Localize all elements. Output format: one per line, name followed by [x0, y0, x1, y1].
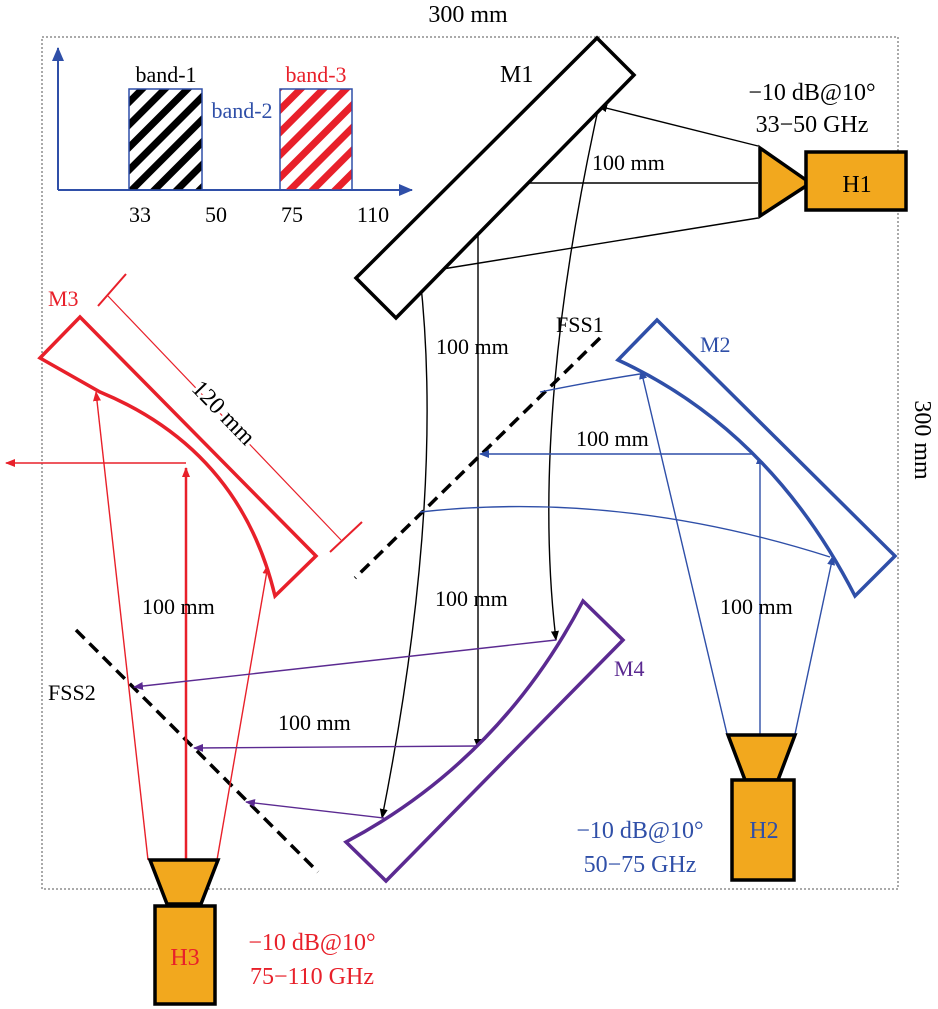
distance-label: 100 mm: [435, 586, 508, 611]
m2-label: M2: [700, 332, 731, 357]
distance-label: 100 mm: [278, 710, 351, 735]
h2-band: 50−75 GHz: [584, 852, 697, 878]
mirror-m3: M3 120 mm: [37, 273, 363, 600]
band-2-label: band-2: [211, 98, 272, 123]
horn-h3: H3 −10 dB@10° 75−110 GHz: [147, 858, 376, 1006]
band-1-label: band-1: [135, 62, 196, 87]
fss2-label: FSS2: [48, 680, 96, 705]
mirror-m1: M1: [353, 35, 637, 321]
tick-label: 50: [205, 202, 227, 227]
m1-label: M1: [500, 62, 533, 88]
m4-label: M4: [614, 656, 645, 681]
h1-label: H1: [842, 172, 871, 198]
h3-spec: −10 dB@10°: [248, 930, 375, 956]
h3-label: H3: [170, 945, 199, 971]
band2-beams: [419, 369, 836, 735]
fss2-line: [74, 628, 320, 874]
horn-h1: H1 −10 dB@10° 33−50 GHz: [748, 80, 908, 220]
band-3-label: band-3: [285, 62, 346, 87]
band-1-box: [128, 88, 203, 191]
height-dimension-label: 300 mm: [909, 400, 935, 480]
band-inset: band-1 band-2 band-3 33 50 75 110: [52, 47, 413, 227]
m4-beams: [133, 639, 557, 819]
tick-label: 110: [357, 202, 389, 227]
h2-label: H2: [749, 818, 778, 844]
tick-label: 75: [281, 202, 303, 227]
m3-label: M3: [48, 286, 79, 311]
fss1-label: FSS1: [556, 312, 604, 337]
distance-label: 100 mm: [576, 426, 649, 451]
mirror-m2: M2: [615, 317, 898, 599]
h2-spec: −10 dB@10°: [576, 818, 703, 844]
tick-label: 33: [129, 202, 151, 227]
distance-label: 100 mm: [592, 150, 665, 175]
band3-beams: [5, 391, 271, 861]
mirror-m4: M4: [343, 598, 645, 884]
h3-band: 75−110 GHz: [250, 964, 374, 990]
h1-spec: −10 dB@10°: [748, 80, 875, 106]
distance-label: 100 mm: [720, 594, 793, 619]
distance-label: 100 mm: [142, 594, 215, 619]
horn-h2: H2 −10 dB@10° 50−75 GHz: [576, 733, 798, 882]
band-3-box: [279, 88, 353, 191]
distance-label: 100 mm: [436, 334, 509, 359]
width-dimension-label: 300 mm: [428, 2, 508, 28]
h1-band: 33−50 GHz: [756, 112, 869, 138]
